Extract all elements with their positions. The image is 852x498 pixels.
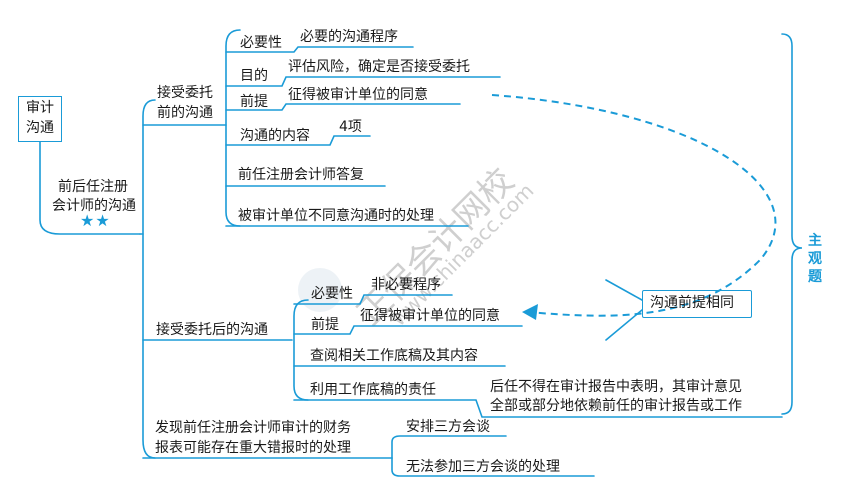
- branch-b-trunk: [293, 299, 309, 401]
- root-label-line2: 沟通: [26, 120, 54, 136]
- center-label-line1: 前后任注册: [58, 179, 128, 195]
- branch-a-label-line2: 前的沟通: [157, 105, 213, 121]
- branch-b-label: 接受委托后的沟通: [156, 322, 268, 338]
- c-cannot-line: [391, 457, 595, 477]
- note-connector-upper: [605, 279, 643, 301]
- note-box: [642, 290, 752, 318]
- note-text: 沟通前提相同: [650, 295, 734, 311]
- b-responsibility-value-line1: 后任不得在审计报告中表明，其审计意见: [490, 379, 742, 395]
- a-purpose-value: 评估风险，确定是否接受委托: [288, 59, 470, 75]
- a-necessity-value: 必要的沟通程序: [300, 29, 398, 45]
- main-trunk: [142, 99, 156, 459]
- root-connector: [39, 141, 141, 235]
- branch-c-label-line1: 发现前任注册会计师审计的财务: [155, 420, 351, 436]
- a-reply: 前任注册会计师答复: [238, 167, 364, 183]
- branch-c-label-line2: 报表可能存在重大错报时的处理: [155, 440, 351, 456]
- c-cannot: 无法参加三方会谈的处理: [406, 459, 560, 475]
- a-premise-line: [225, 103, 461, 111]
- branch-a-trunk: [225, 29, 241, 227]
- a-content-value: 4项: [339, 119, 362, 135]
- c-arrange-line: [391, 435, 507, 459]
- b-necessity-line: [293, 294, 453, 305]
- center-label-line2: 会计师的沟通: [52, 198, 136, 214]
- root-label-line1: 审计: [26, 100, 54, 116]
- b-responsibility-line: [293, 399, 783, 418]
- side-tag-char-1: 主: [808, 233, 822, 249]
- a-premise-label: 前提: [240, 94, 268, 110]
- a-necessity-line: [225, 46, 414, 53]
- star-rating: ★★: [80, 211, 111, 230]
- a-refusal: 被审计单位不同意沟通时的处理: [238, 208, 434, 224]
- c-arrange: 安排三方会谈: [406, 419, 490, 435]
- dashed-arrow-head: [522, 304, 538, 320]
- b-necessity-label: 必要性: [311, 286, 353, 302]
- right-brace: [781, 33, 803, 415]
- b-premise-line: [293, 325, 523, 335]
- a-necessity-label: 必要性: [240, 35, 282, 51]
- b-responsibility-value-line2: 全部或部分地依赖前任的审计报告或工作: [490, 398, 742, 414]
- root-box: [18, 96, 62, 142]
- b-necessity-value: 非必要程序: [371, 277, 441, 293]
- branch-a-label-line1: 接受委托: [157, 85, 213, 101]
- b-premise-label: 前提: [311, 317, 339, 333]
- side-tag-char-3: 题: [808, 269, 822, 285]
- b-premise-value: 征得被审计单位的同意: [360, 308, 500, 324]
- b-responsibility: 利用工作底稿的责任: [310, 382, 436, 398]
- a-purpose-label: 目的: [240, 68, 268, 84]
- side-tag-char-2: 观: [808, 251, 822, 267]
- a-purpose-line: [225, 76, 501, 87]
- dashed-arrow-path: [491, 94, 777, 317]
- b-review: 查阅相关工作底稿及其内容: [310, 348, 478, 364]
- a-premise-value: 征得被审计单位的同意: [288, 87, 428, 103]
- a-content-line: [225, 135, 371, 146]
- a-content-label: 沟通的内容: [240, 128, 310, 144]
